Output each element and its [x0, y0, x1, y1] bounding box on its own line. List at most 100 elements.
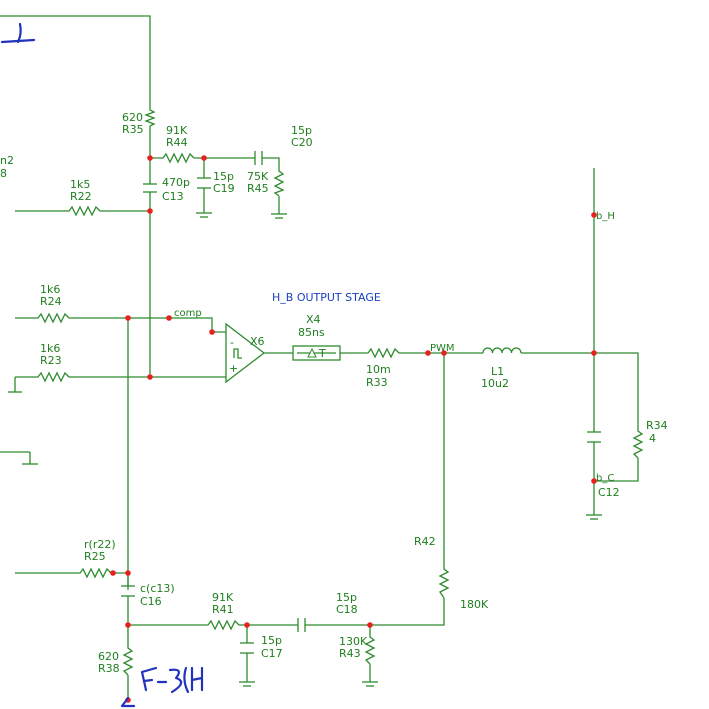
- junction: [110, 570, 116, 576]
- junction: [425, 350, 431, 356]
- grounds: [0, 212, 602, 687]
- junction: [591, 212, 597, 218]
- ground-r45: [271, 213, 287, 219]
- x6-ref: X6: [250, 335, 265, 348]
- capacitor-c13: [143, 183, 157, 193]
- c12-ref: C12: [598, 486, 620, 499]
- r23-ref: R23: [40, 354, 62, 367]
- r44-ref: R44: [166, 136, 188, 149]
- junction: [147, 374, 153, 380]
- r22-value: 1k5: [70, 178, 90, 191]
- handwritten-stroke: [190, 666, 204, 692]
- c13-value: 470p: [162, 176, 190, 189]
- handwritten-stroke: [183, 666, 190, 694]
- ground-left-2: [0, 451, 38, 465]
- capacitor-c19: [197, 177, 211, 189]
- handwritten-stroke: [16, 22, 22, 44]
- opamp-x6: - +: [225, 322, 266, 384]
- svg-text:-: -: [230, 336, 234, 349]
- junction: [441, 350, 447, 356]
- r38-ref: R38: [98, 662, 120, 675]
- junction: [591, 350, 597, 356]
- c20-ref: C20: [291, 136, 313, 149]
- junctions: [110, 155, 597, 703]
- x4-value: 85ns: [298, 326, 325, 339]
- junction: [166, 315, 172, 321]
- labels: 620 R35 91K R44 15p C20 470p C13 15p C19…: [40, 111, 668, 675]
- capacitor-c20: [254, 151, 263, 165]
- capacitor-c18: [297, 618, 306, 632]
- capacitors: [121, 151, 601, 654]
- junction: [209, 329, 215, 335]
- resistor-r41: [205, 619, 240, 631]
- r45-ref: R45: [247, 182, 269, 195]
- r33-ref: R33: [366, 376, 388, 389]
- resistor-r44: [160, 152, 195, 164]
- junction: [244, 622, 250, 628]
- comparator-symbol: [233, 348, 242, 359]
- r33-value: 10m: [366, 363, 391, 376]
- edge-label-2: 8: [0, 167, 7, 180]
- r34-ref: R34: [646, 419, 668, 432]
- r43-ref: R43: [339, 647, 361, 660]
- c16-value: c(c13): [140, 582, 175, 595]
- svg-text:T: T: [318, 347, 326, 360]
- capacitor-c12: [587, 431, 601, 443]
- ground-c12: [586, 514, 602, 520]
- r43-value: 130K: [339, 635, 368, 648]
- r22-ref: R22: [70, 190, 92, 203]
- junction: [367, 622, 373, 628]
- handwritten-marks: [0, 22, 204, 708]
- c19-value: 15p: [213, 170, 234, 183]
- junction: [201, 155, 207, 161]
- c17-ref: C17: [261, 647, 283, 660]
- c20-value: 15p: [291, 124, 312, 137]
- r24-ref: R24: [40, 295, 62, 308]
- r23-value: 1k6: [40, 342, 60, 355]
- resistor-r24: [35, 312, 70, 324]
- r45-value: 75K: [247, 170, 269, 183]
- net-b-c: b_C: [596, 473, 614, 484]
- delay-block-x4: T: [292, 345, 341, 361]
- r24-value: 1k6: [40, 283, 60, 296]
- net-labels: comp PWM b_H b_C n2 8: [0, 154, 615, 484]
- ground-r43: [362, 681, 378, 687]
- junction: [125, 570, 131, 576]
- r42-value: 180K: [460, 598, 489, 611]
- r41-ref: R41: [212, 603, 234, 616]
- r34-value: 4: [649, 432, 656, 445]
- resistor-r43: [364, 634, 376, 665]
- handwritten-stroke: [140, 666, 158, 692]
- svg-text:+: +: [229, 362, 238, 375]
- net-pwm: PWM: [430, 343, 455, 354]
- junction: [591, 478, 597, 484]
- ground-left-1: [8, 377, 22, 393]
- resistor-r45: [273, 168, 285, 197]
- junction: [125, 622, 131, 628]
- handwritten-arrow: [120, 696, 136, 708]
- r44-value: 91K: [166, 124, 188, 137]
- r35-ref: R35: [122, 123, 144, 136]
- handwritten-stroke: [142, 678, 154, 683]
- r25-ref: R25: [84, 550, 106, 563]
- l1-value: 10u2: [481, 377, 509, 390]
- resistor-r38: [122, 645, 134, 676]
- c18-value: 15p: [336, 591, 357, 604]
- junction: [125, 315, 131, 321]
- resistor-r34: [632, 428, 644, 459]
- resistor-r25: [77, 567, 112, 579]
- resistor-r42: [438, 566, 450, 599]
- junction: [147, 155, 153, 161]
- r35-value: 620: [122, 111, 143, 124]
- resistors: [35, 108, 644, 676]
- c19-ref: C19: [213, 182, 235, 195]
- stage-title: H_B OUTPUT STAGE: [272, 291, 381, 304]
- junction: [147, 208, 153, 214]
- net-comp: comp: [174, 308, 202, 319]
- l1-ref: L1: [491, 365, 504, 378]
- x4-ref: X4: [306, 313, 321, 326]
- capacitor-c17: [240, 642, 254, 654]
- c18-ref: C18: [336, 603, 358, 616]
- inductor-l1: [482, 347, 522, 354]
